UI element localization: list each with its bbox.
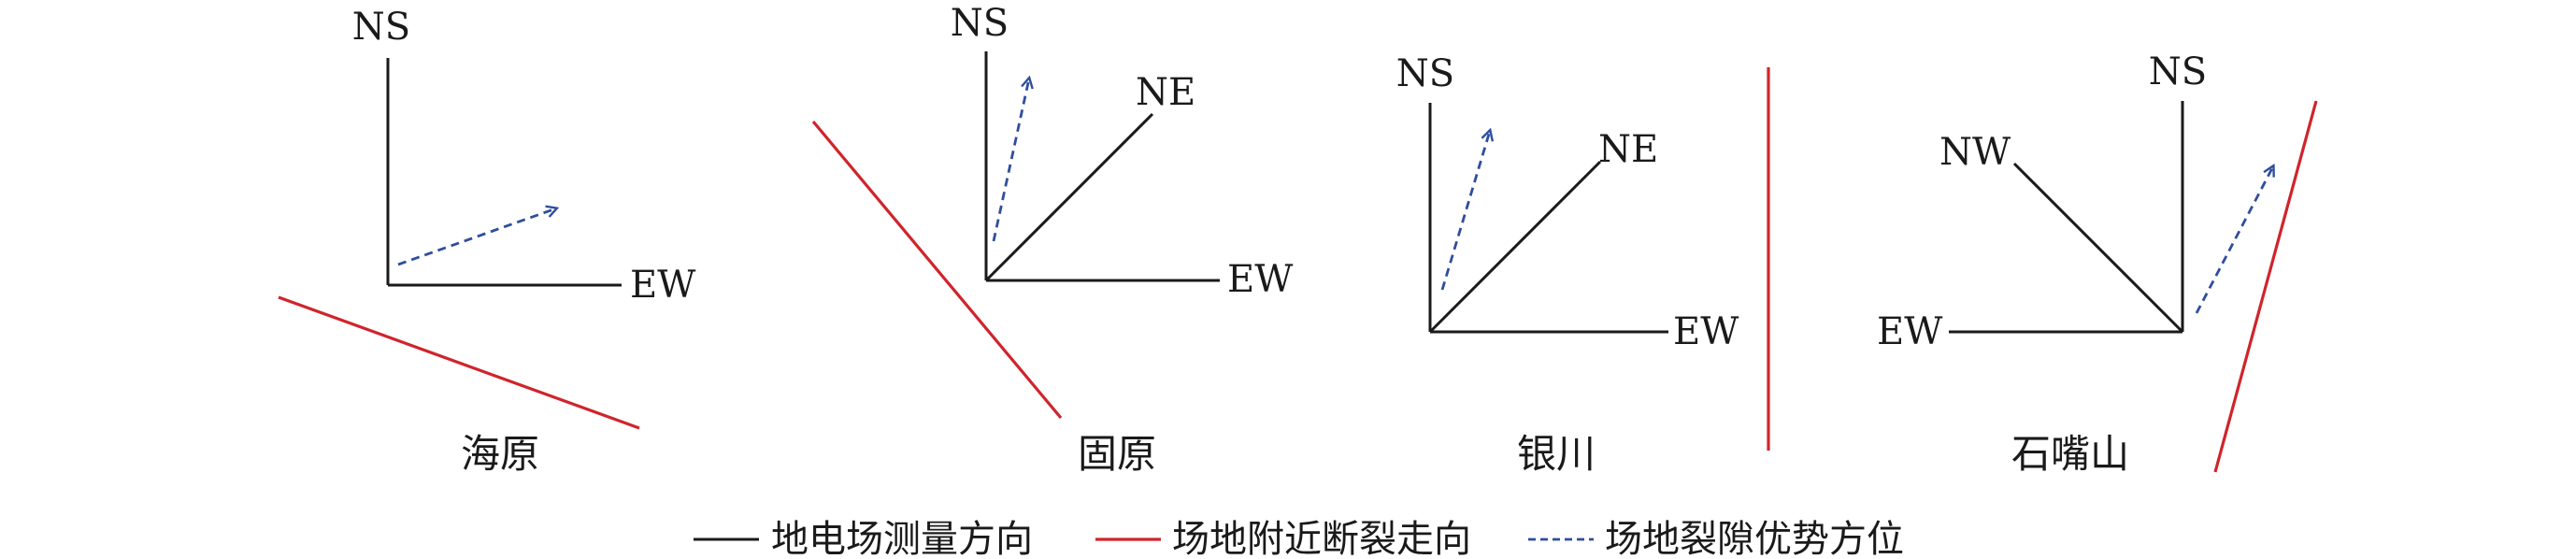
yinchuan-ew-label: EW (1673, 310, 1739, 353)
haiyuan-fissure-arrow (397, 208, 556, 266)
legend-item-measurement: 地电场测量方向 (694, 518, 1033, 559)
guyuan-ns-label: NS (951, 2, 1009, 45)
shizuishan-site-name: 石嘴山 (2011, 431, 2129, 477)
haiyuan-ew-label: EW (630, 264, 695, 307)
guyuan-ne-label: NE (1136, 71, 1195, 114)
shizuishan-fissure-arrow (2195, 166, 2273, 314)
legend-item-fissure: 场地裂隙优势方位 (1528, 518, 1904, 559)
site-haiyuan: NS EW 海原 (278, 6, 695, 477)
guyuan-ew-label: EW (1227, 258, 1293, 301)
guyuan-site-name: 固原 (1078, 431, 1156, 477)
yinchuan-ne-label: NE (1598, 128, 1658, 171)
legend: 地电场测量方向 场地附近断裂走向 场地裂隙优势方位 (694, 518, 1904, 559)
legend-fault-label: 场地附近断裂走向 (1172, 518, 1471, 559)
site-guyuan: NS NE EW 固原 (811, 2, 1293, 477)
yinchuan-ns-label: NS (1396, 52, 1454, 95)
guyuan-fault-line (811, 120, 1063, 420)
site-shizuishan: NS NW EW 石嘴山 (1877, 50, 2318, 477)
legend-item-fault: 场地附近断裂走向 (1095, 518, 1471, 559)
legend-fissure-label: 场地裂隙优势方位 (1605, 518, 1904, 559)
guyuan-fissure-arrow (992, 79, 1029, 242)
yinchuan-site-name: 银川 (1517, 431, 1596, 477)
shizuishan-nw-axis (2012, 162, 2184, 334)
shizuishan-ns-label: NS (2149, 50, 2207, 93)
haiyuan-ns-label: NS (352, 6, 410, 49)
haiyuan-fault-line (278, 295, 640, 430)
shizuishan-fault-line (2213, 100, 2318, 473)
guyuan-ne-axis (984, 112, 1154, 282)
legend-measurement-label: 地电场测量方向 (771, 518, 1033, 559)
yinchuan-ne-axis (1428, 160, 1602, 334)
shizuishan-nw-label: NW (1939, 131, 2011, 174)
yinchuan-fissure-arrow (1440, 131, 1490, 291)
shizuishan-ew-label: EW (1877, 310, 1942, 353)
haiyuan-site-name: 海原 (461, 431, 539, 477)
site-yinchuan: NS NE EW 银川 (1396, 52, 1770, 477)
